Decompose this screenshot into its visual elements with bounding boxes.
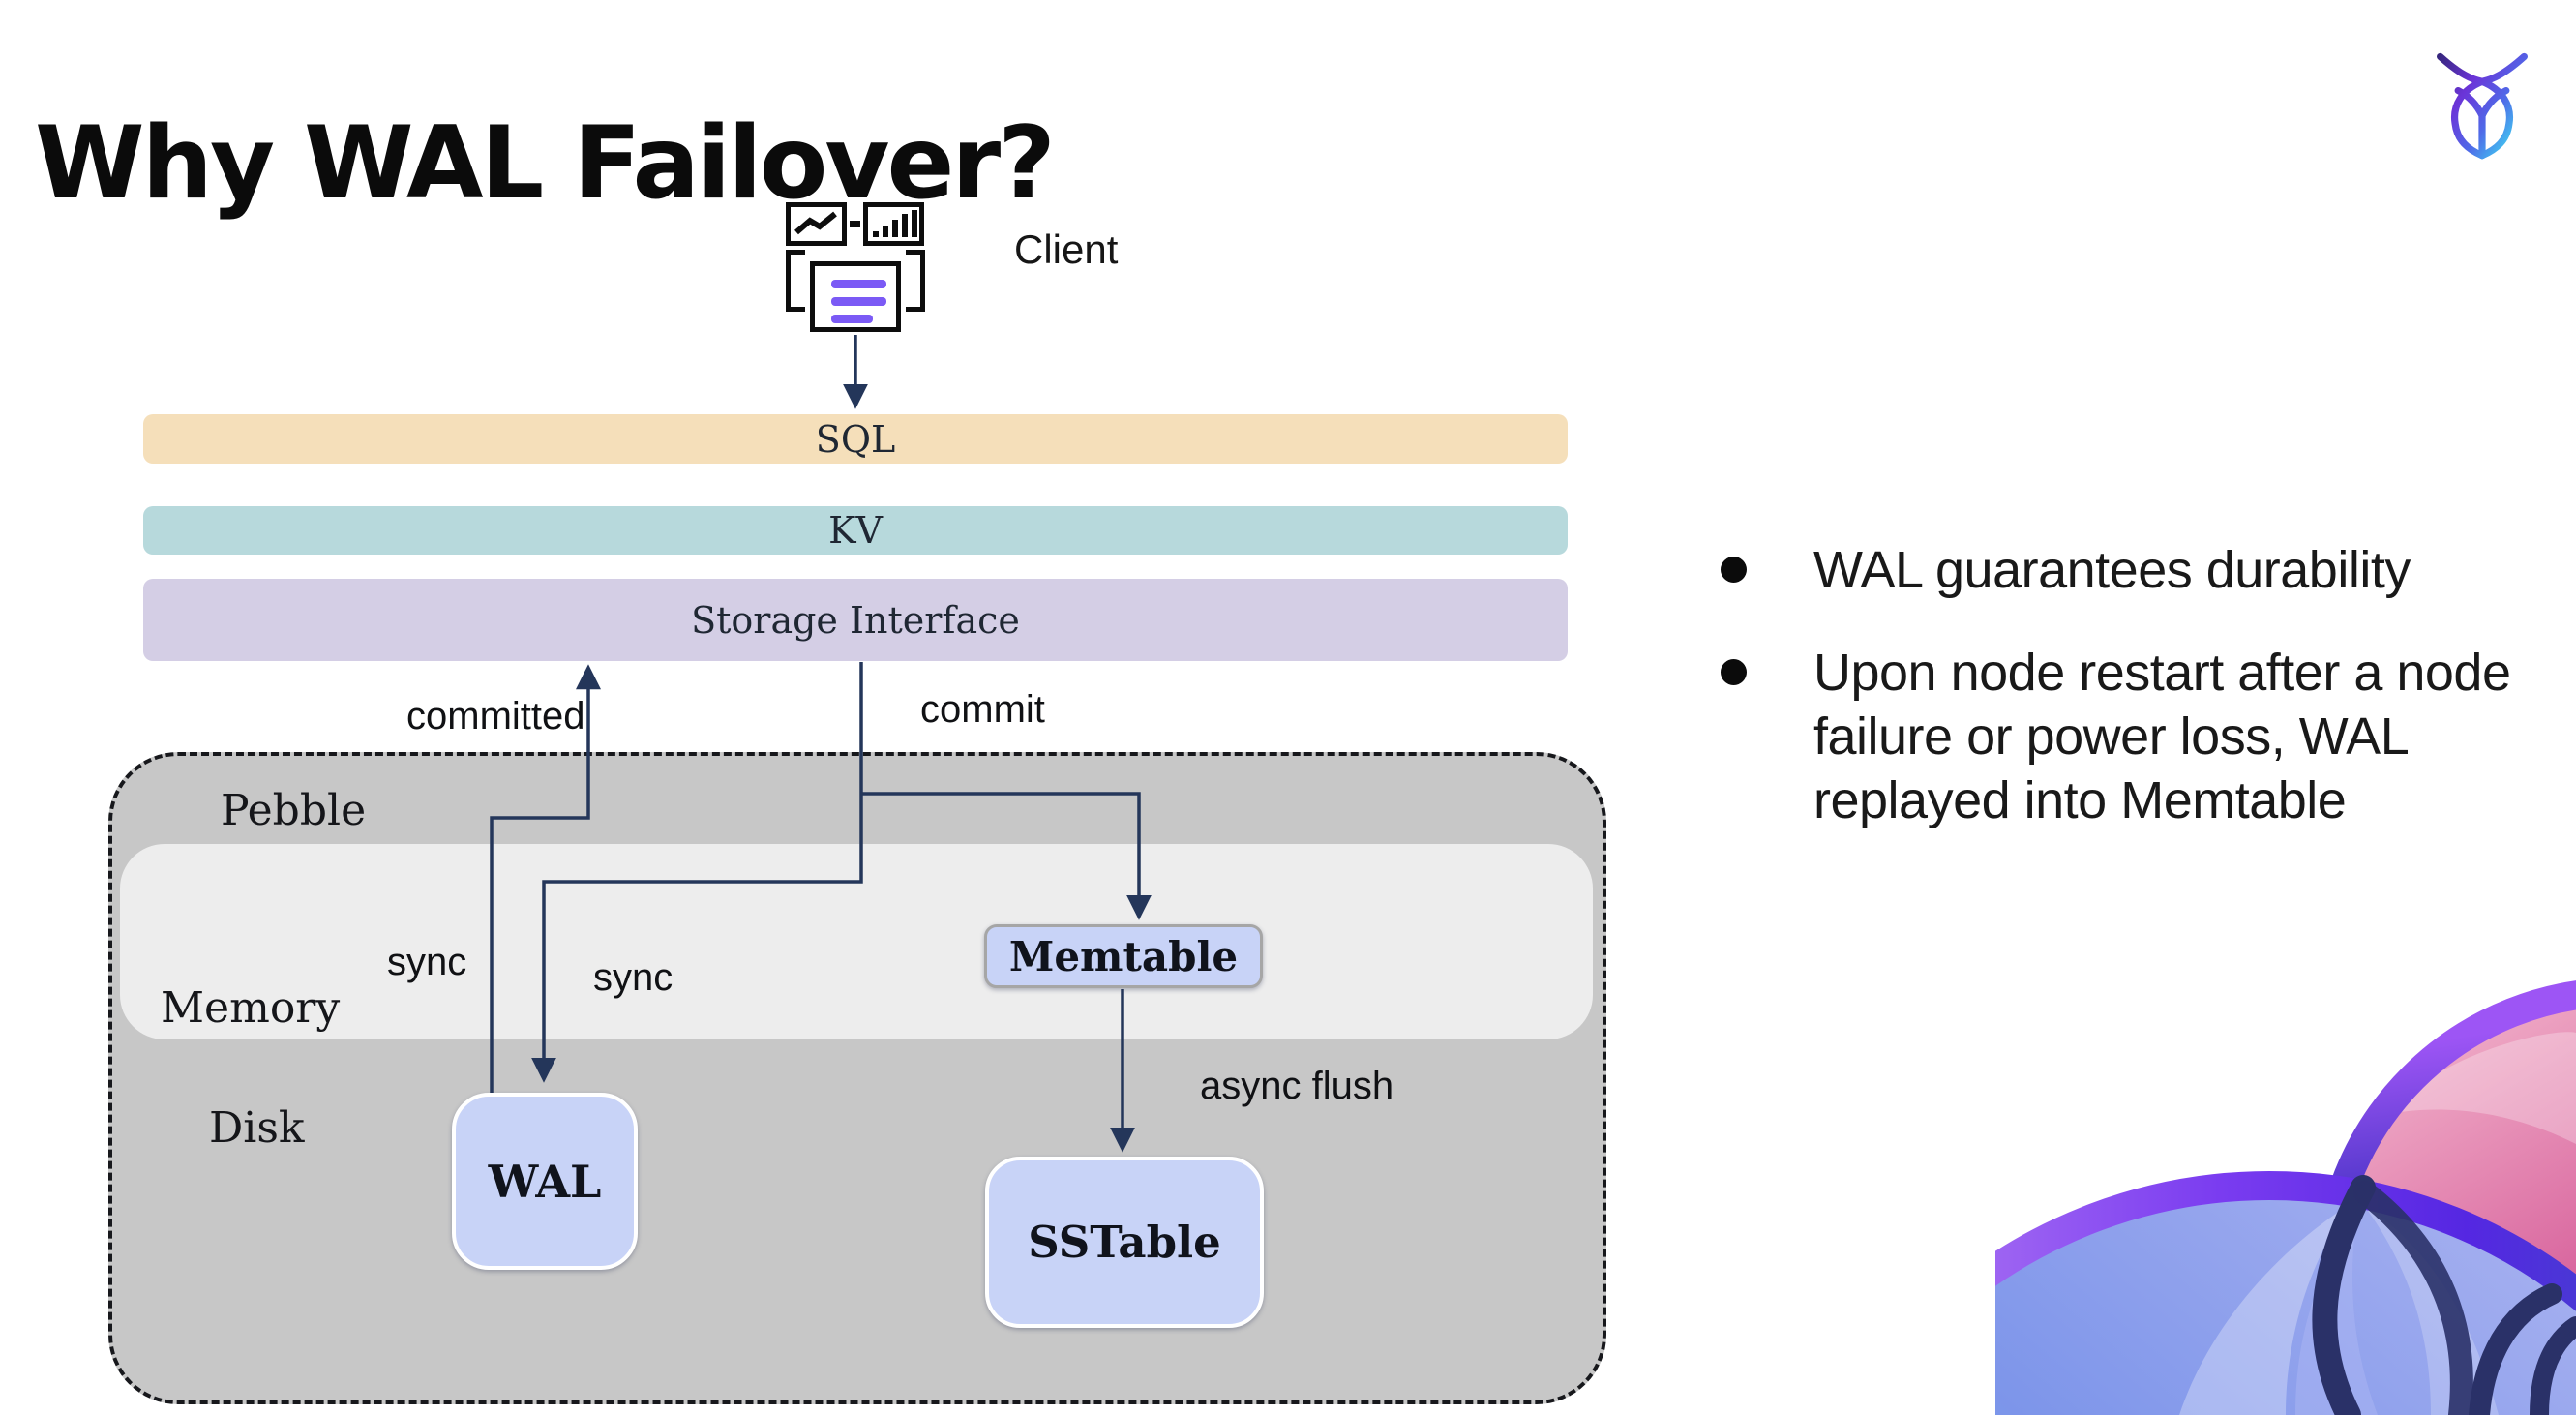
async-flush-edge-label: async flush xyxy=(1200,1065,1394,1107)
wal-label: WAL xyxy=(488,1155,602,1208)
bar-chart-icon xyxy=(863,202,924,246)
sync-right-edge-label: sync xyxy=(593,956,674,999)
memory-band xyxy=(120,844,1593,1039)
layer-sql-label: SQL xyxy=(815,417,896,461)
sstable-node: SSTable xyxy=(985,1157,1264,1328)
bullet-item: WAL guarantees durability xyxy=(1709,538,2522,602)
layer-storage-interface: Storage Interface xyxy=(143,579,1568,661)
commit-edge-label: commit xyxy=(920,688,1045,731)
layer-storage-label: Storage Interface xyxy=(691,598,1020,642)
bullet-list: WAL guarantees durability Upon node rest… xyxy=(1709,538,2522,832)
bullet-item: Upon node restart after a node failure o… xyxy=(1709,641,2522,832)
bracket-left xyxy=(786,250,805,312)
memtable-label: Memtable xyxy=(1008,932,1239,980)
memory-label: Memory xyxy=(161,983,341,1033)
pebble-label: Pebble xyxy=(221,786,367,835)
line-chart-icon xyxy=(786,202,847,246)
layer-sql: SQL xyxy=(143,414,1568,464)
connector-dash xyxy=(850,221,860,227)
document-icon xyxy=(810,261,901,332)
cockroachdb-logo-icon xyxy=(2437,52,2528,160)
sstable-label: SSTable xyxy=(1028,1217,1221,1268)
disk-label: Disk xyxy=(209,1103,305,1153)
client-label: Client xyxy=(1014,226,1119,272)
sync-left-edge-label: sync xyxy=(387,941,467,983)
memtable-node: Memtable xyxy=(984,924,1263,988)
wal-node: WAL xyxy=(452,1093,638,1270)
committed-edge-label: committed xyxy=(406,695,585,738)
layer-kv: KV xyxy=(143,506,1568,555)
layer-kv-label: KV xyxy=(828,509,883,552)
bracket-right xyxy=(906,250,925,312)
page-title: Why WAL Failover? xyxy=(35,105,1056,222)
decorative-sphere-graphic xyxy=(1995,980,2576,1415)
client-icon xyxy=(784,199,929,337)
